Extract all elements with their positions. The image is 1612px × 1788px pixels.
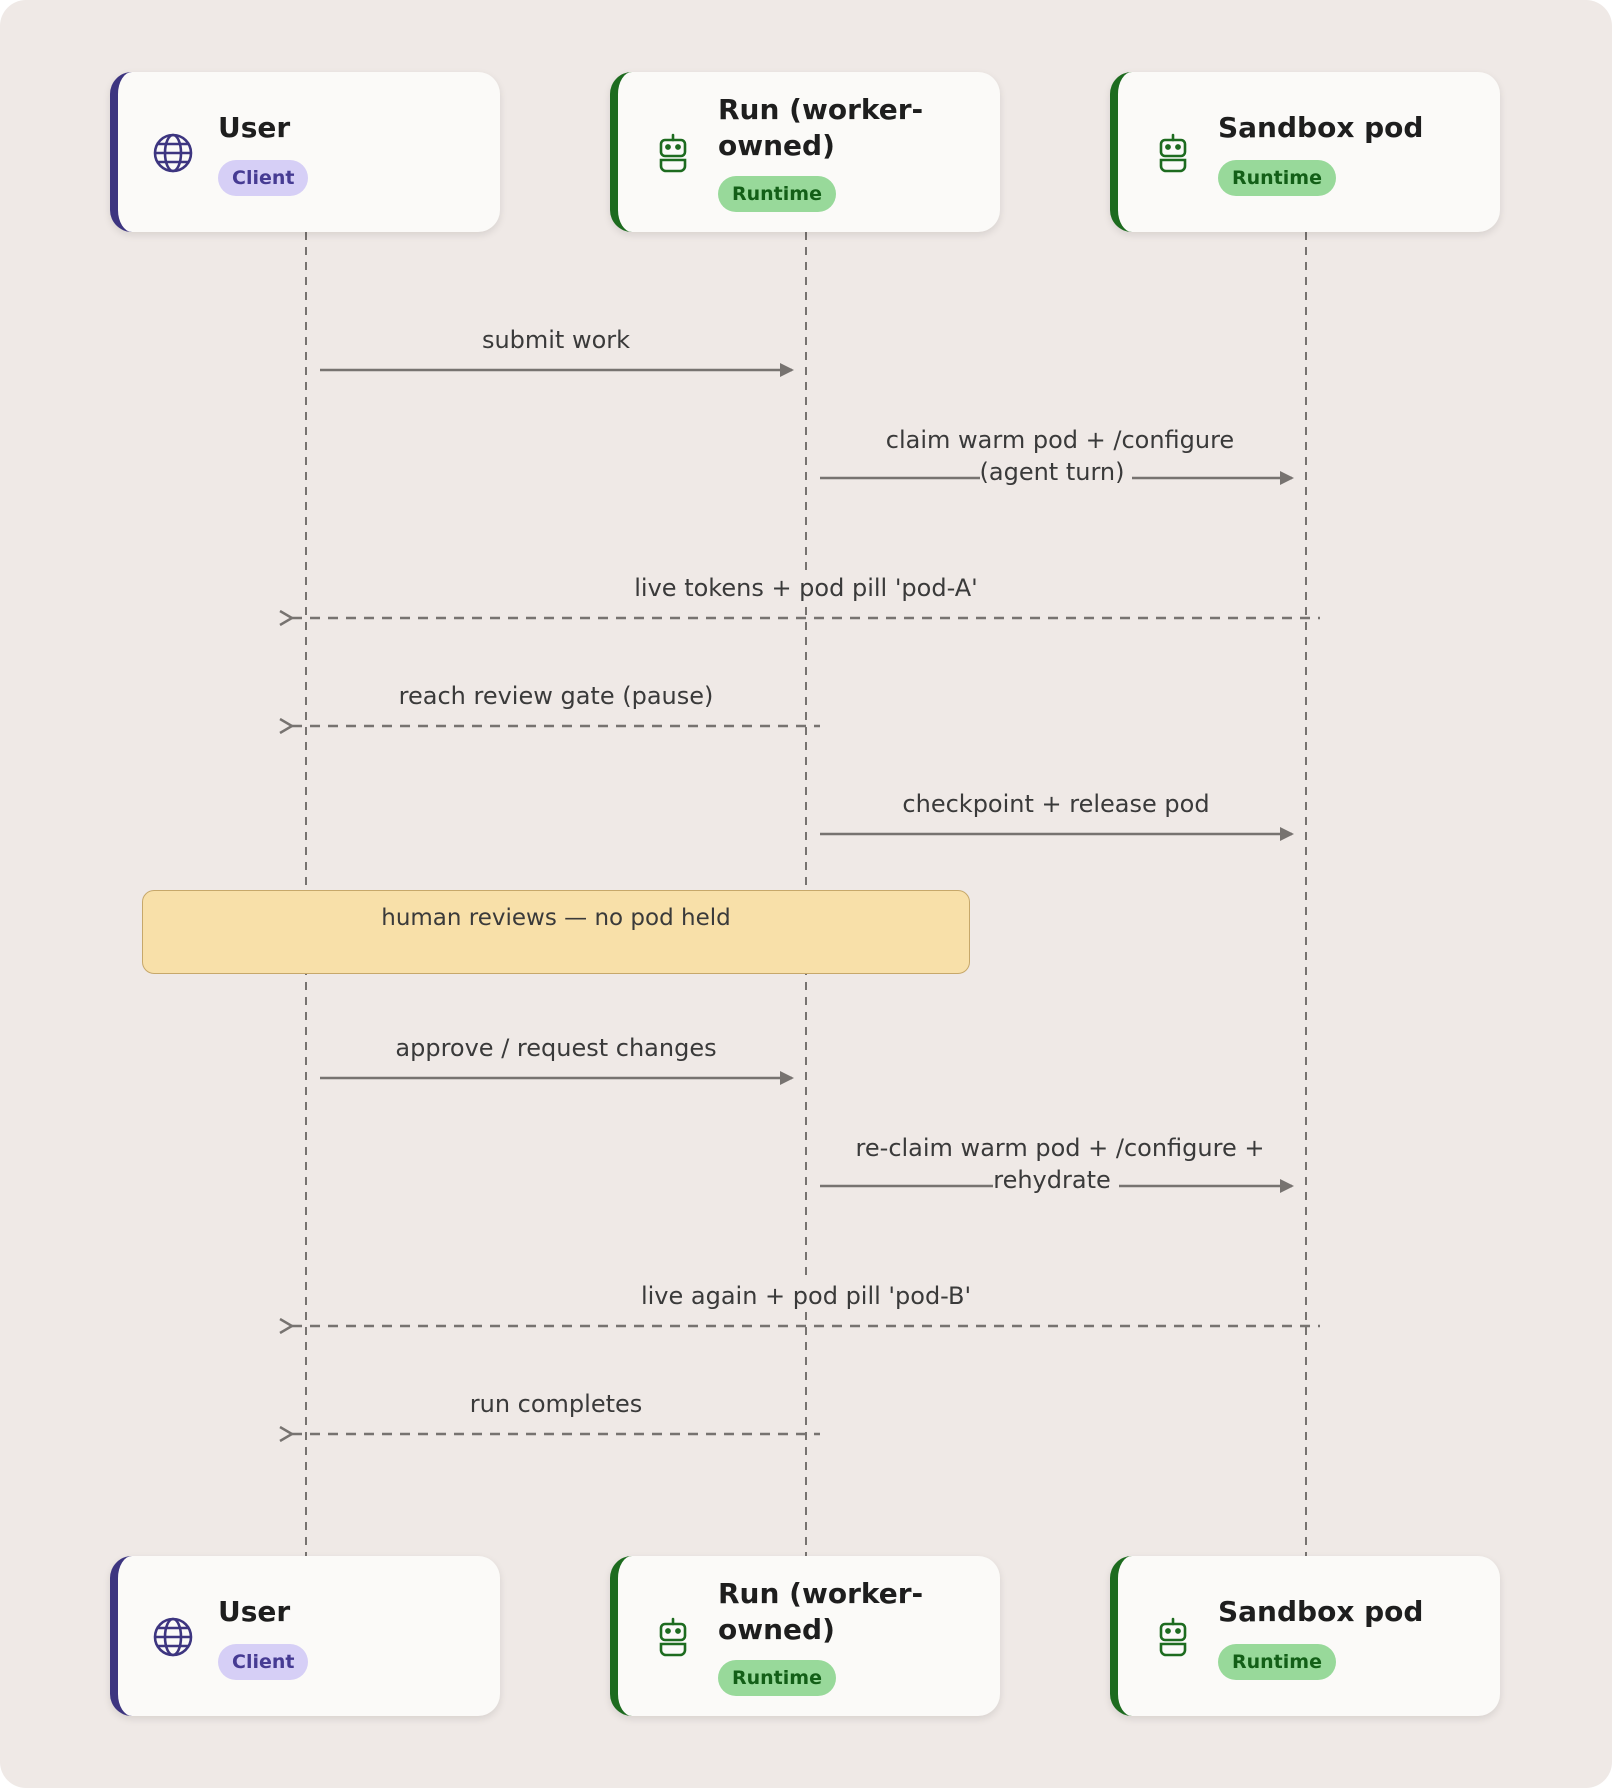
message-label: checkpoint + release pod xyxy=(836,788,1276,820)
actor-name: Sandbox pod xyxy=(1218,111,1424,144)
message-label: reach review gate (pause) xyxy=(336,680,776,712)
message-label: run completes xyxy=(336,1388,776,1420)
actor-badge: Runtime xyxy=(718,1660,836,1696)
robot-icon xyxy=(652,132,694,174)
note-text: human reviews — no pod held xyxy=(381,905,731,931)
message-label: claim warm pod + /configure (agent turn) xyxy=(836,424,1276,488)
actor-badge: Runtime xyxy=(1218,160,1336,196)
message-label: approve / request changes xyxy=(336,1032,776,1064)
actor-name: User xyxy=(218,111,291,144)
note-box: human reviews — no pod held xyxy=(142,890,970,974)
robot-icon xyxy=(1152,132,1194,174)
actor-name: Run (worker-owned) xyxy=(718,1577,924,1646)
message-label-text: checkpoint + release pod xyxy=(894,790,1218,818)
actor-badge: Runtime xyxy=(718,176,836,212)
robot-icon xyxy=(1152,1616,1194,1658)
message-label: live again + pod pill 'pod-B' xyxy=(336,1280,1276,1312)
message-label-text: live again + pod pill 'pod-B' xyxy=(632,1282,980,1310)
message-label-text: approve / request changes xyxy=(387,1034,725,1062)
globe-icon xyxy=(152,1616,194,1658)
message-label-text: run completes xyxy=(461,1390,651,1418)
actor-badge: Client xyxy=(218,160,309,196)
actor-name: Sandbox pod xyxy=(1218,1595,1424,1628)
actor-box-run-top: Run (worker-owned) Runtime xyxy=(610,72,1000,232)
message-label: live tokens + pod pill 'pod-A' xyxy=(336,572,1276,604)
message-label: submit work xyxy=(336,324,776,356)
actor-name: Run (worker-owned) xyxy=(718,93,924,162)
actor-badge: Client xyxy=(218,1644,309,1680)
message-label-text: submit work xyxy=(473,326,639,354)
message-label: re-claim warm pod + /configure + rehydra… xyxy=(836,1132,1276,1196)
actor-box-run-bottom: Run (worker-owned) Runtime xyxy=(610,1556,1000,1716)
actor-badge: Runtime xyxy=(1218,1644,1336,1680)
message-label-text: live tokens + pod pill 'pod-A' xyxy=(626,574,986,602)
message-label-text: re-claim warm pod + /configure + rehydra… xyxy=(847,1134,1265,1194)
message-label-text: claim warm pod + /configure (agent turn) xyxy=(877,426,1235,486)
actor-name: User xyxy=(218,1595,291,1628)
message-label-text: reach review gate (pause) xyxy=(390,682,722,710)
robot-icon xyxy=(652,1616,694,1658)
globe-icon xyxy=(152,132,194,174)
